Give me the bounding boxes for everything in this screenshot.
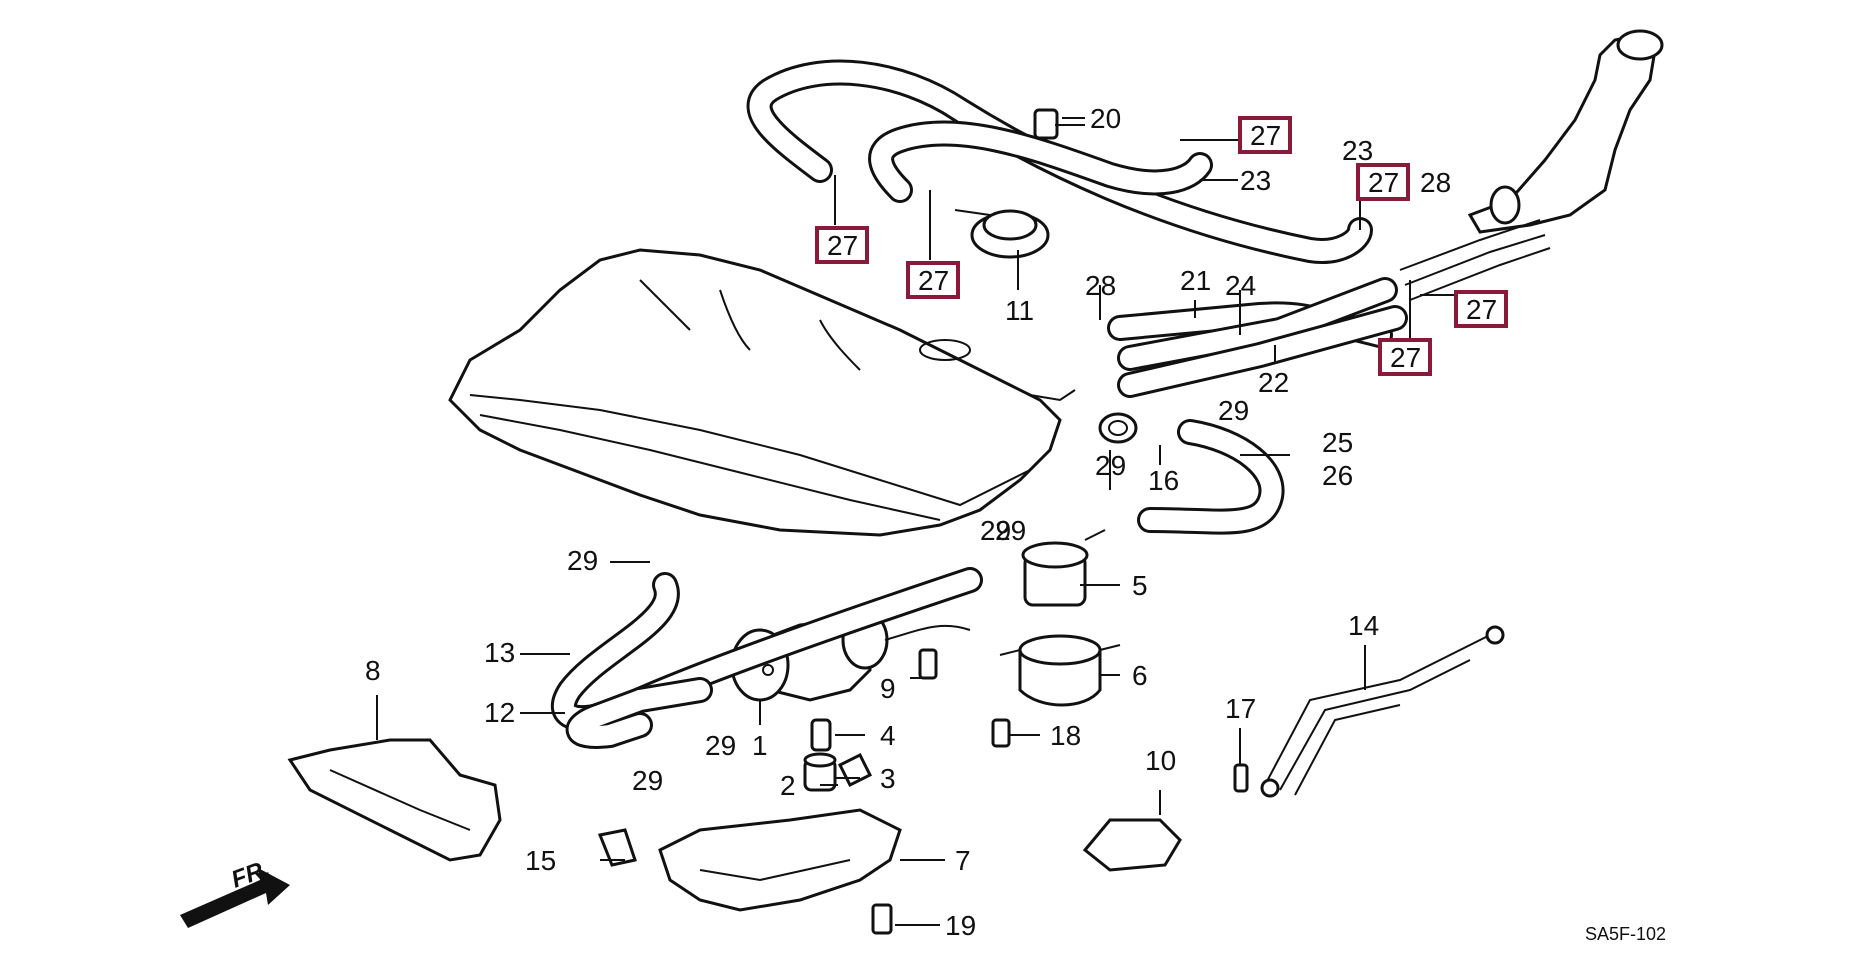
mount-2: [803, 752, 837, 792]
label-28a: 28: [1420, 167, 1451, 198]
two-way-valve-11: [954, 209, 1050, 290]
label-29d: 29: [567, 545, 598, 576]
label-9: 9: [880, 673, 896, 704]
boxed-labels: 27 27 27 27 27 27: [815, 116, 1508, 376]
plug-16: [1098, 412, 1138, 444]
filler-neck: [1399, 29, 1664, 301]
label-11: 11: [1005, 295, 1034, 326]
label-1: 1: [752, 730, 768, 761]
label-12: 12: [484, 697, 515, 728]
boxed-label-27-d: 27: [1356, 163, 1410, 201]
label-29c: 29: [980, 515, 1011, 546]
label-5: 5: [1132, 570, 1148, 601]
fuel-filter-5: [1021, 529, 1106, 607]
bracket-15: [597, 828, 637, 867]
filter-holder-6: [999, 634, 1121, 707]
svg-text:27: 27: [1368, 167, 1399, 198]
collar-4: [810, 718, 832, 752]
label-17: 17: [1225, 693, 1256, 724]
bracket-3: [837, 752, 873, 788]
bracket-plate-7: [658, 808, 902, 912]
clip-17: [1233, 763, 1249, 793]
breather-hose-25-26: [1137, 419, 1285, 535]
label-13: 13: [484, 637, 515, 668]
label-23a: 23: [1342, 135, 1373, 166]
label-29b: 29: [1095, 450, 1126, 481]
boxed-label-27-a: 27: [1238, 116, 1292, 154]
label-22: 22: [1258, 367, 1289, 398]
label-8: 8: [365, 655, 381, 686]
label-15: 15: [525, 845, 556, 876]
boxed-label-27-e: 27: [1454, 290, 1508, 328]
label-3: 3: [880, 763, 896, 794]
label-4: 4: [880, 720, 896, 751]
label-21: 21: [1180, 265, 1211, 296]
leader-lines: [376, 124, 1455, 926]
label-25: 25: [1322, 427, 1353, 458]
mount-10: [1082, 818, 1182, 872]
label-28b: 28: [1085, 270, 1116, 301]
svg-text:27: 27: [918, 265, 949, 296]
boxed-label-27-f: 27: [1378, 338, 1432, 376]
clip-9: [918, 648, 938, 680]
diagram-code: SA5F-102: [1585, 924, 1666, 944]
label-19: 19: [945, 910, 976, 941]
front-arrow: FR.: [180, 855, 290, 928]
guard-8: [287, 738, 502, 862]
label-10: 10: [1145, 745, 1176, 776]
hose-group-21-22-24: [1107, 277, 1408, 398]
fuel-tank: [448, 248, 1076, 537]
label-16: 16: [1148, 465, 1179, 496]
label-6: 6: [1132, 660, 1148, 691]
bolt-19: [871, 903, 893, 935]
label-29f: 29: [705, 730, 736, 761]
svg-text:27: 27: [1390, 342, 1421, 373]
label-29a: 29: [1218, 395, 1249, 426]
label-18: 18: [1050, 720, 1081, 751]
label-29e: 29: [632, 765, 663, 796]
label-26: 26: [1322, 460, 1353, 491]
label-24: 24: [1225, 270, 1256, 301]
label-29g: 29: [995, 515, 1026, 546]
hoses-12-13: [551, 567, 983, 749]
plug-20: [1033, 108, 1085, 140]
hose-23-upper: [746, 59, 1373, 264]
boxed-label-27-c: 27: [906, 261, 960, 299]
bolt-18: [991, 718, 1011, 748]
label-7: 7: [955, 845, 971, 876]
pipe-assembly-14: [1260, 625, 1505, 798]
label-20: 20: [1090, 103, 1121, 134]
svg-text:27: 27: [1466, 294, 1497, 325]
svg-text:27: 27: [827, 230, 858, 261]
part-labels: 20 23 23 28 11 28 21 24 22 29 25 26 16 2…: [365, 103, 1451, 941]
label-23b: 23: [1240, 165, 1271, 196]
boxed-label-27-b: 27: [815, 226, 869, 264]
svg-text:27: 27: [1250, 120, 1281, 151]
label-2: 2: [780, 770, 796, 801]
label-14: 14: [1348, 610, 1379, 641]
